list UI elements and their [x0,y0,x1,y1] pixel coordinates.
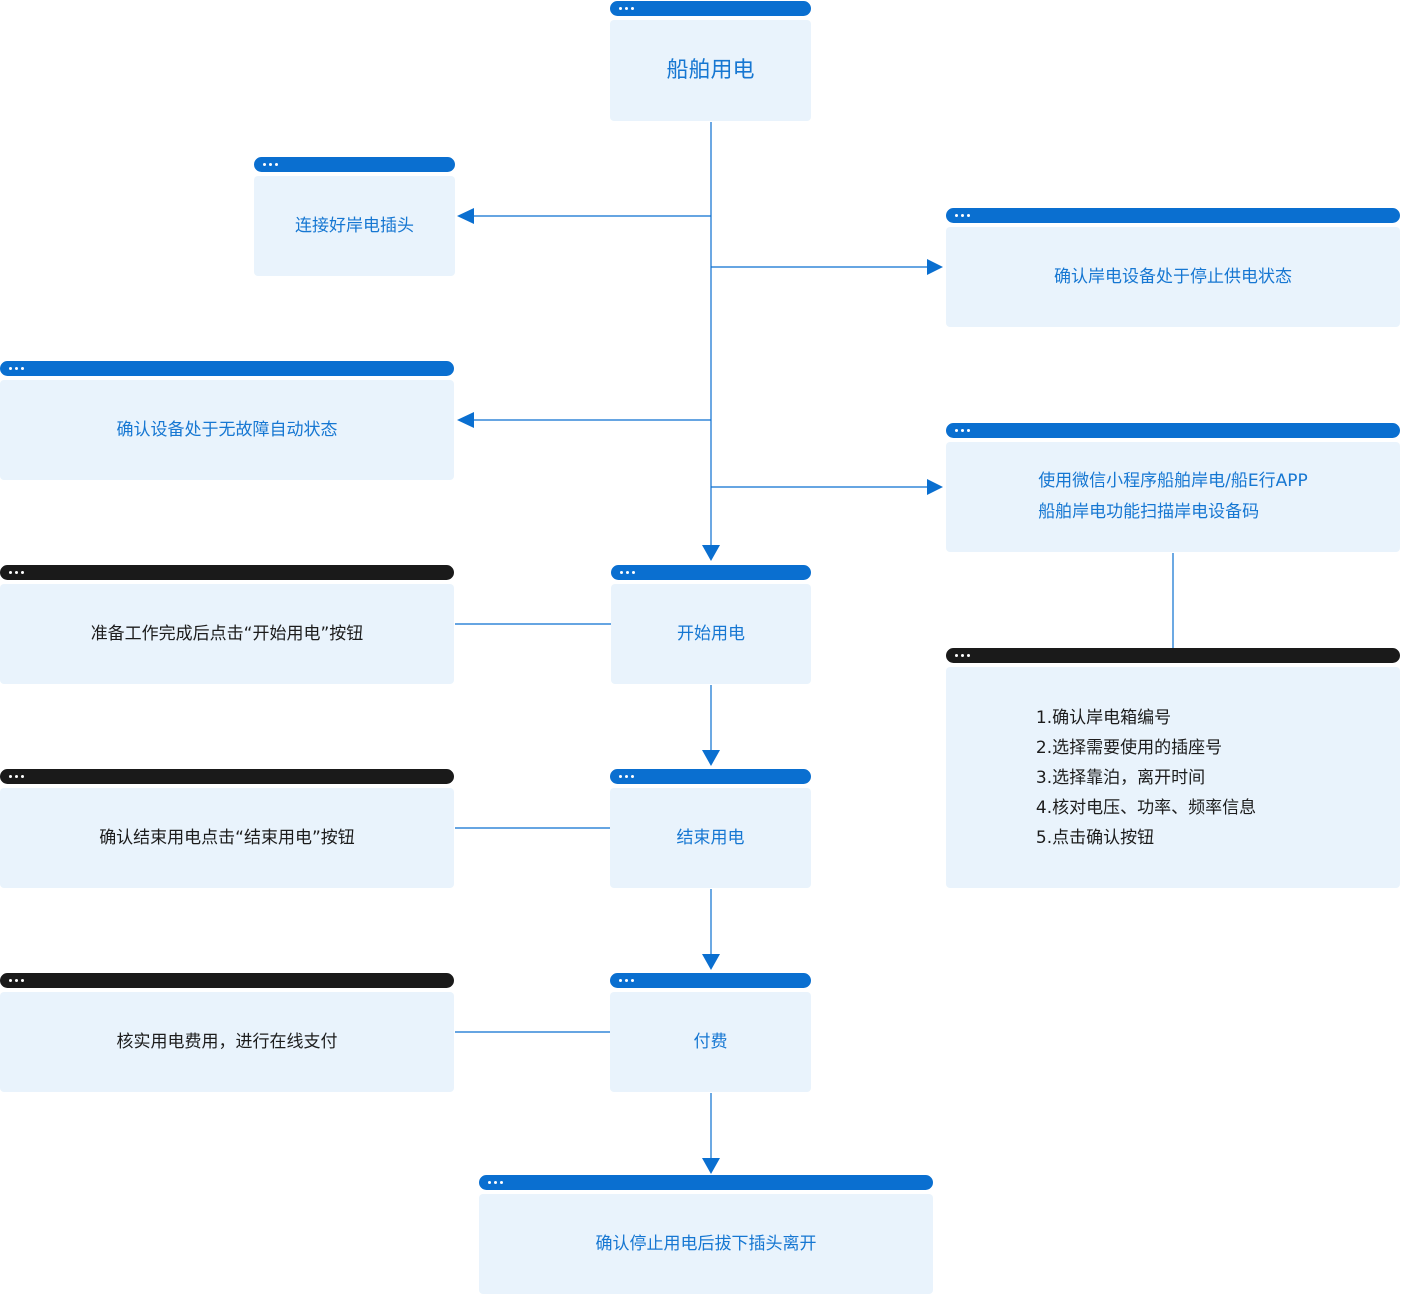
node-card: 开始用电 [611,584,811,684]
node-label: 付费 [693,1031,728,1052]
window-bar [946,208,1400,223]
node-card: 付费 [610,992,811,1092]
node-card: 准备工作完成后点击“开始用电”按钮 [0,584,454,684]
step-line: 1.确认岸电箱编号 [1035,707,1172,728]
node-card: 连接好岸电插头 [254,176,455,276]
node-confirm-shore-stopped: 确认岸电设备处于停止供电状态 [946,208,1400,327]
node-label: 确认停止用电后拔下插头离开 [595,1233,817,1254]
node-line: 船舶岸电功能扫描岸电设备码 [1038,502,1260,522]
dots-icon [955,654,970,657]
node-card: 确认岸电设备处于停止供电状态 [946,227,1400,327]
node-card: 结束用电 [610,788,811,888]
node-card: 确认设备处于无故障自动状态 [0,380,454,480]
window-bar [479,1175,933,1190]
dots-icon [9,571,24,574]
window-bar [611,565,811,580]
dots-icon [9,775,24,778]
window-bar [254,157,455,172]
node-text-lines: 1.确认岸电箱编号 2.选择需要使用的插座号 3.选择靠泊，离开时间 4.核对电… [1036,703,1256,853]
node-label: 核实用电费用，进行在线支付 [116,1031,338,1052]
window-bar [610,769,811,784]
dots-icon [9,979,24,982]
step-line: 5.点击确认按钮 [1035,827,1155,848]
node-label: 确认设备处于无故障自动状态 [116,419,338,440]
dots-icon [619,7,634,10]
node-text-lines: 使用微信小程序船舶岸电/船E行APP 船舶岸电功能扫描岸电设备码 [1038,466,1308,528]
node-scan-code: 使用微信小程序船舶岸电/船E行APP 船舶岸电功能扫描岸电设备码 [946,423,1400,552]
node-end-power: 结束用电 [610,769,811,888]
dots-icon [619,979,634,982]
node-card: 核实用电费用，进行在线支付 [0,992,454,1092]
node-start-power: 开始用电 [611,565,811,684]
node-label: 连接好岸电插头 [295,215,414,236]
window-bar [0,769,454,784]
node-confirm-no-fault: 确认设备处于无故障自动状态 [0,361,454,480]
node-connect-plug: 连接好岸电插头 [254,157,455,276]
node-pay: 付费 [610,973,811,1092]
window-bar [610,1,811,16]
node-card: 船舶用电 [610,20,811,121]
node-start-note: 准备工作完成后点击“开始用电”按钮 [0,565,454,684]
node-label: 船舶用电 [666,58,755,83]
node-label: 准备工作完成后点击“开始用电”按钮 [90,623,364,644]
dots-icon [9,367,24,370]
window-bar [946,423,1400,438]
dots-icon [620,571,635,574]
node-card: 确认结束用电点击“结束用电”按钮 [0,788,454,888]
window-bar [610,973,811,988]
node-label: 确认结束用电点击“结束用电”按钮 [99,827,355,848]
node-card: 1.确认岸电箱编号 2.选择需要使用的插座号 3.选择靠泊，离开时间 4.核对电… [946,667,1400,888]
node-label: 结束用电 [676,827,745,848]
node-end-note: 确认结束用电点击“结束用电”按钮 [0,769,454,888]
step-line: 4.核对电压、功率、频率信息 [1035,797,1257,818]
node-title: 船舶用电 [610,1,811,121]
node-line: 使用微信小程序船舶岸电/船E行APP [1038,471,1308,491]
dots-icon [263,163,278,166]
dots-icon [955,214,970,217]
dots-icon [955,429,970,432]
window-bar [0,361,454,376]
node-card: 确认停止用电后拔下插头离开 [479,1194,933,1294]
step-line: 2.选择需要使用的插座号 [1035,737,1223,758]
node-label: 确认岸电设备处于停止供电状态 [1054,266,1292,287]
node-pay-note: 核实用电费用，进行在线支付 [0,973,454,1092]
node-label: 开始用电 [677,623,745,644]
node-steps: 1.确认岸电箱编号 2.选择需要使用的插座号 3.选择靠泊，离开时间 4.核对电… [946,648,1400,888]
window-bar [0,565,454,580]
window-bar [0,973,454,988]
step-line: 3.选择靠泊，离开时间 [1035,767,1206,788]
dots-icon [619,775,634,778]
dots-icon [488,1181,503,1184]
node-card: 使用微信小程序船舶岸电/船E行APP 船舶岸电功能扫描岸电设备码 [946,442,1400,552]
window-bar [946,648,1400,663]
node-leave: 确认停止用电后拔下插头离开 [479,1175,933,1294]
